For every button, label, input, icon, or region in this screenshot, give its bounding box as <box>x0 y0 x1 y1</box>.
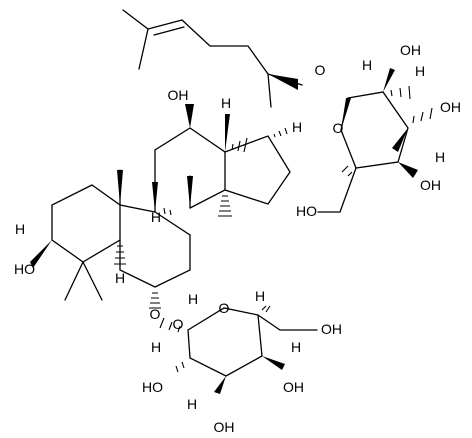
ho-lower-c2-label: HO <box>142 379 163 395</box>
h-lower-c4-label: H <box>291 339 301 355</box>
o-glycosidic-upper: O <box>315 62 326 78</box>
hashed-bonds <box>114 85 433 373</box>
atom-labels: OH H H H HO H H O O H OH H OH H OH O HO … <box>14 42 461 435</box>
h-upper-c1-label: H <box>362 57 372 73</box>
wedge-bonds <box>30 68 418 394</box>
ho-c3-label: HO <box>14 261 35 277</box>
oh-upper-c4-label: OH <box>420 177 441 193</box>
oh-c12-label: OH <box>168 87 189 103</box>
o-c6-label: O <box>150 306 161 322</box>
oh-lower-c4-label: OH <box>283 379 304 395</box>
h-upper-c4-label: H <box>435 149 445 165</box>
oh-upper-c3-label: OH <box>440 99 461 115</box>
o-upper-ring-label: O <box>333 120 344 136</box>
oh-lower-c3-label: OH <box>214 419 235 435</box>
oh-upper-c2-label: OH <box>400 42 421 58</box>
h-lower-c2-label: H <box>151 339 161 355</box>
bond-lines <box>51 9 409 377</box>
h-upper-c2-label: H <box>415 63 425 79</box>
h-lower-c5-label: H <box>255 288 265 304</box>
h-lower-c3-label: H <box>187 396 197 412</box>
o-lower-ring-label: O <box>219 300 230 316</box>
oh-lower-c6-label: OH <box>321 321 342 337</box>
h-c13-label: H <box>221 95 231 111</box>
h-c9-label: H <box>151 209 161 225</box>
o-lower-glyco-label: O <box>173 316 184 332</box>
ho-upper-c6-label: HO <box>296 203 317 219</box>
h-lower-c1-label: H <box>188 291 198 307</box>
h-c3-label: H <box>15 221 25 237</box>
h-c17-label: H <box>292 119 302 135</box>
h-c5-label: H <box>115 270 125 286</box>
